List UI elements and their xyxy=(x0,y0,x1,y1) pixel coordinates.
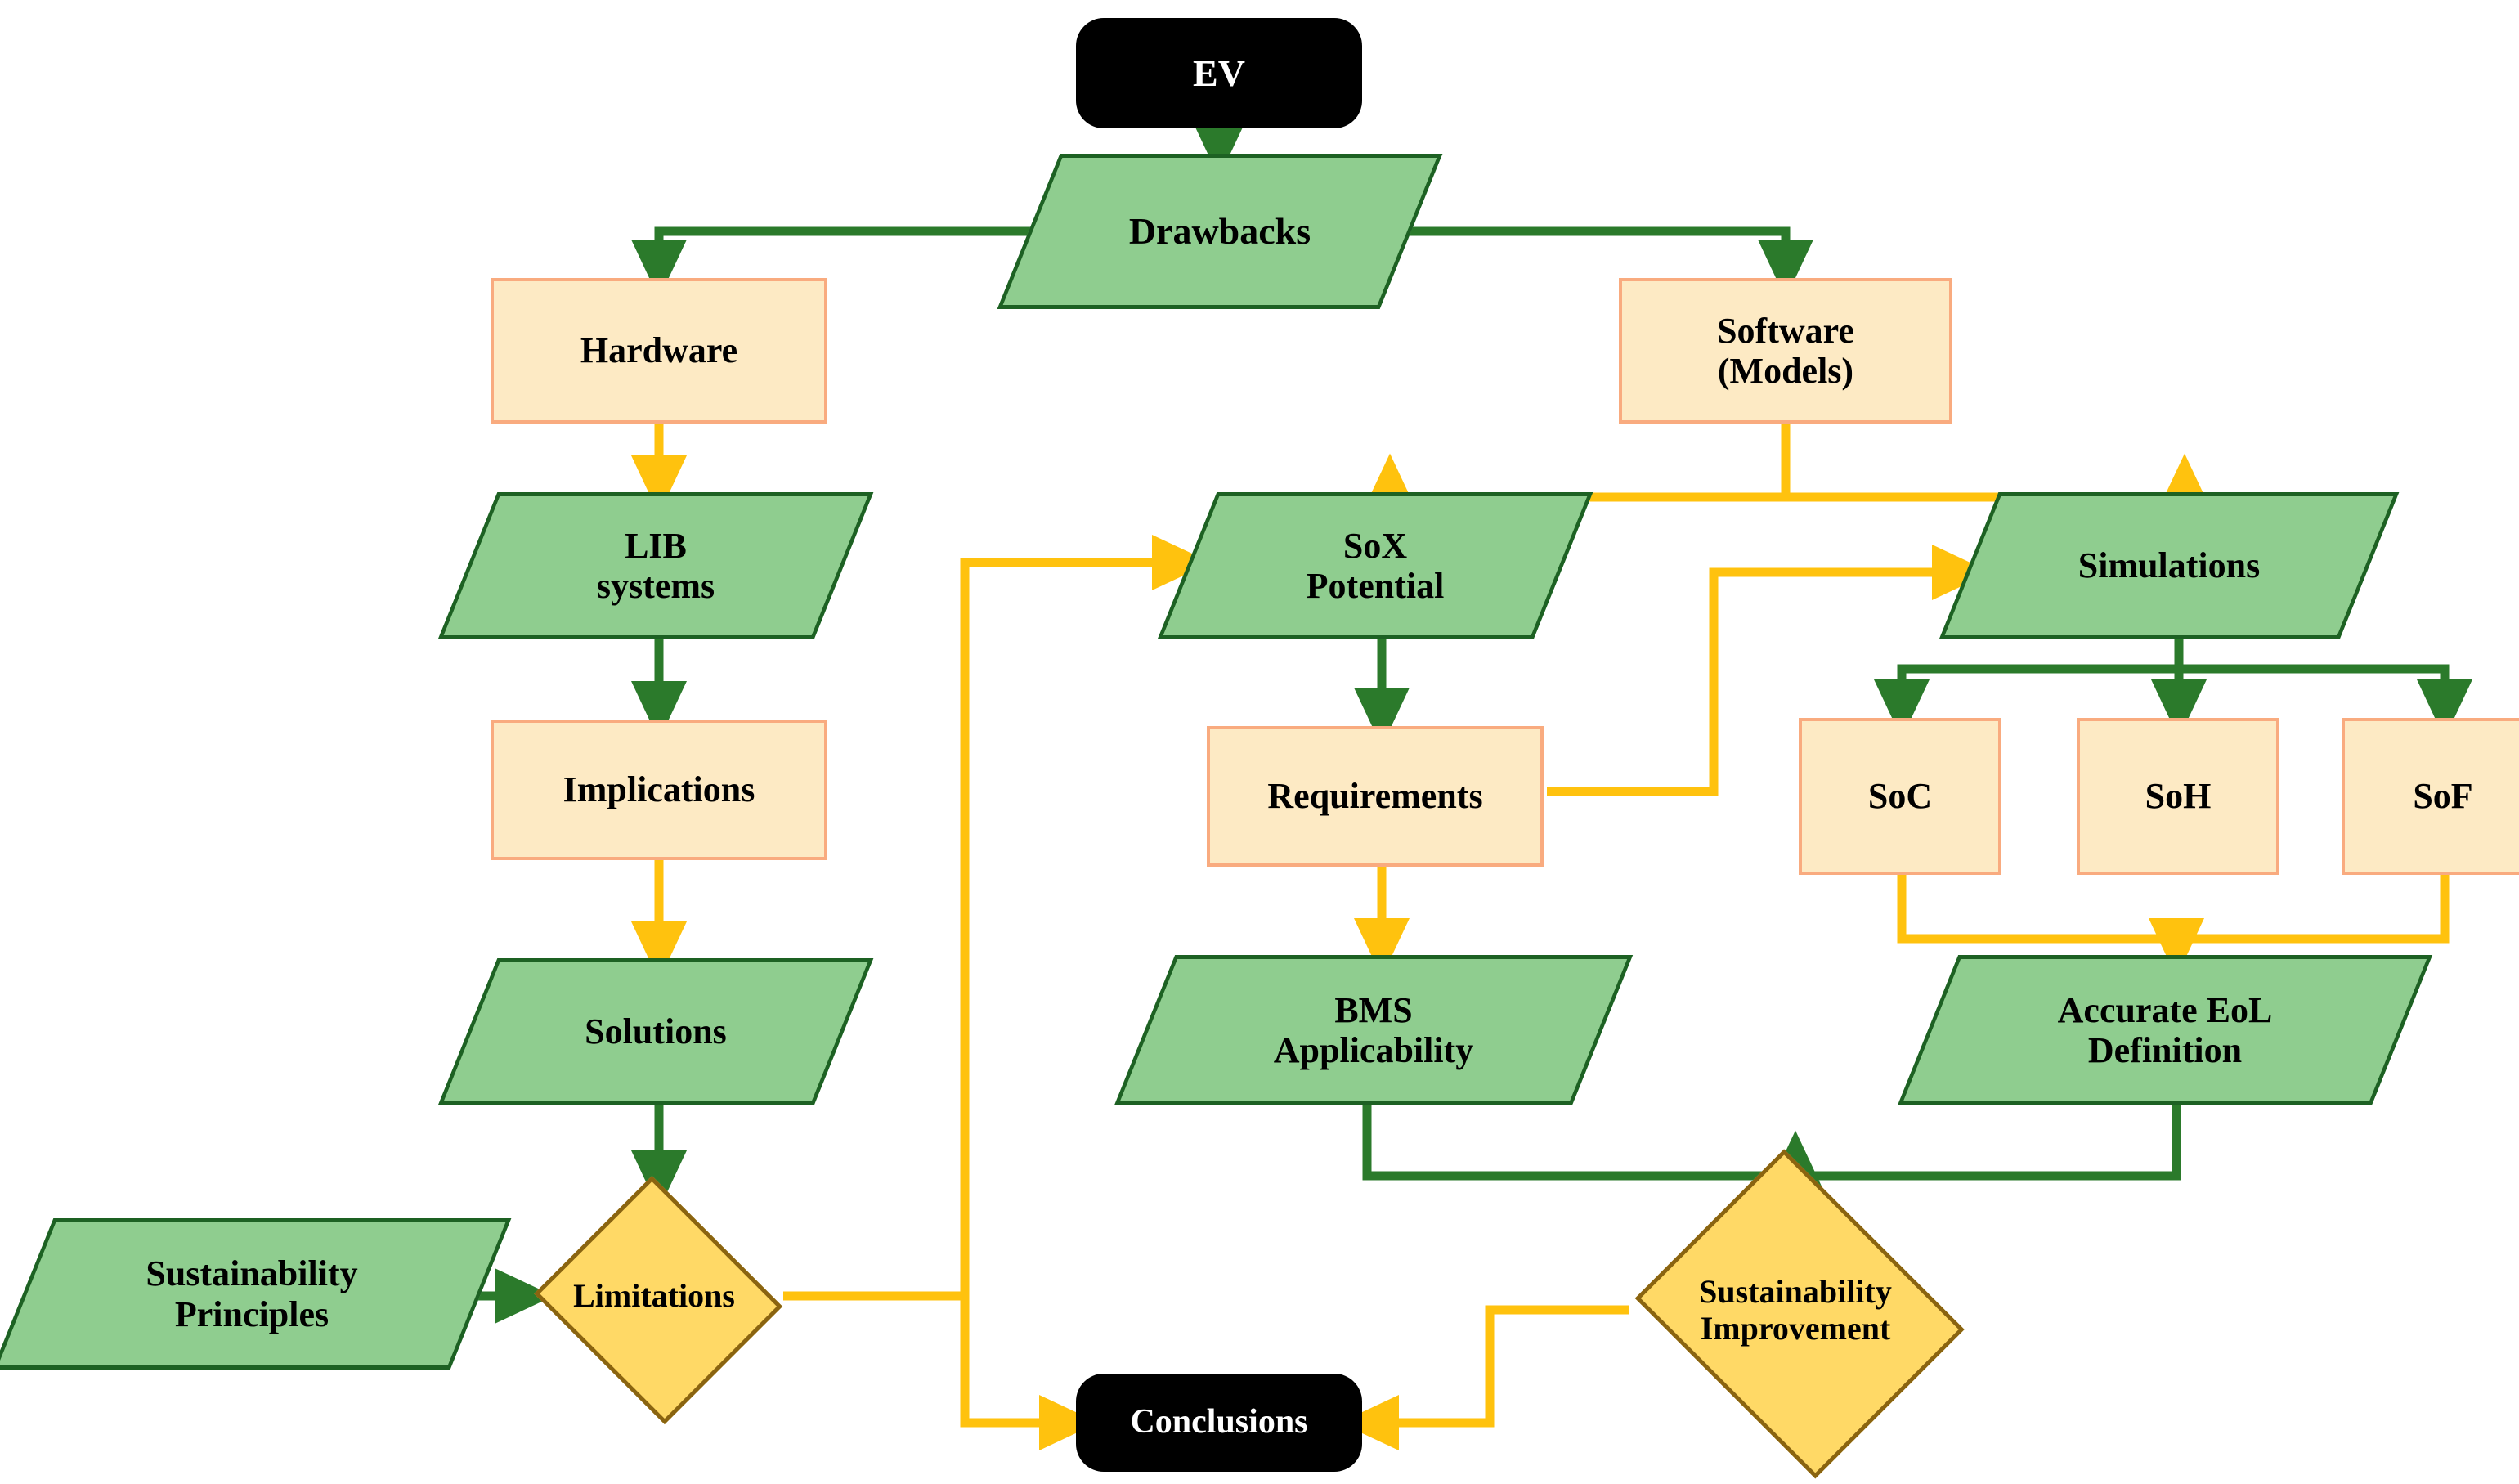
node-sox-label: SoX Potential xyxy=(1306,525,1445,606)
node-ev[interactable]: EV xyxy=(1076,18,1362,128)
node-sustimp[interactable]: Sustainability Improvement xyxy=(1624,1149,1967,1480)
node-soh[interactable]: SoH xyxy=(2077,718,2279,875)
node-sustimp-label: Sustainability Improvement xyxy=(1699,1272,1892,1347)
edge-drawbacks-hardware xyxy=(630,226,1033,299)
edge-simulations-sof xyxy=(2179,664,2473,739)
edge-software-sox xyxy=(1361,424,1791,513)
node-lib-label: LIB systems xyxy=(596,525,715,606)
node-software-label: Software (Models) xyxy=(1717,310,1854,391)
node-concl-label: Conclusions xyxy=(1130,1403,1308,1441)
node-sustprin[interactable]: Sustainability Principles xyxy=(0,1218,512,1370)
node-software[interactable]: Software (Models) xyxy=(1619,278,1952,424)
node-eol[interactable]: Accurate EoL Definition xyxy=(1897,955,2433,1105)
edge-sof-eol xyxy=(2148,875,2450,978)
edge-eol-sustimp xyxy=(1767,1105,2181,1190)
node-concl[interactable]: Conclusions xyxy=(1076,1374,1362,1472)
node-sof[interactable]: SoF xyxy=(2342,718,2519,875)
edge-software-simulations xyxy=(1781,424,2213,513)
node-lib[interactable]: LIB systems xyxy=(437,492,874,639)
node-eol-label: Accurate EoL Definition xyxy=(2057,989,2273,1070)
node-solutions[interactable]: Solutions xyxy=(437,958,874,1105)
node-soh-label: SoH xyxy=(2145,776,2212,817)
node-limits[interactable]: Limitations xyxy=(531,1175,783,1425)
node-sims-label: Simulations xyxy=(2078,545,2261,586)
node-bms[interactable]: BMS Applicability xyxy=(1114,955,1634,1105)
node-drawbacks[interactable]: Drawbacks xyxy=(997,154,1443,309)
node-sox[interactable]: SoX Potential xyxy=(1157,492,1593,639)
node-bms-label: BMS Applicability xyxy=(1273,989,1474,1070)
node-sof-label: SoF xyxy=(2413,776,2473,817)
node-implic[interactable]: Implications xyxy=(491,720,827,860)
edge-limitations-sox xyxy=(783,534,1212,1301)
node-reqs[interactable]: Requirements xyxy=(1207,726,1544,867)
node-sims[interactable]: Simulations xyxy=(1939,492,2400,639)
node-solutions-label: Solutions xyxy=(585,1011,727,1052)
edge-soc-eol xyxy=(1897,875,2176,944)
edge-bms-sustimp xyxy=(1362,1105,1795,1181)
edge-simulations-soc xyxy=(1873,664,2179,739)
node-sustprin-label: Sustainability Principles xyxy=(146,1253,358,1334)
node-soc[interactable]: SoC xyxy=(1799,718,2001,875)
node-implic-label: Implications xyxy=(563,769,755,810)
node-hardware-label: Hardware xyxy=(580,330,738,371)
node-soc-label: SoC xyxy=(1867,776,1933,817)
edge-drawbacks-software xyxy=(1406,226,1814,299)
node-limits-label: Limitations xyxy=(573,1276,735,1314)
node-hardware[interactable]: Hardware xyxy=(491,278,827,424)
edge-requirements-simulations xyxy=(1547,544,1992,796)
node-reqs-label: Requirements xyxy=(1267,776,1483,817)
node-ev-label: EV xyxy=(1193,52,1245,94)
edge-limitations-conclusions xyxy=(960,1296,1099,1451)
node-drawbacks-label: Drawbacks xyxy=(1128,210,1311,253)
edge-sustimp-conclusions xyxy=(1339,1305,1629,1451)
